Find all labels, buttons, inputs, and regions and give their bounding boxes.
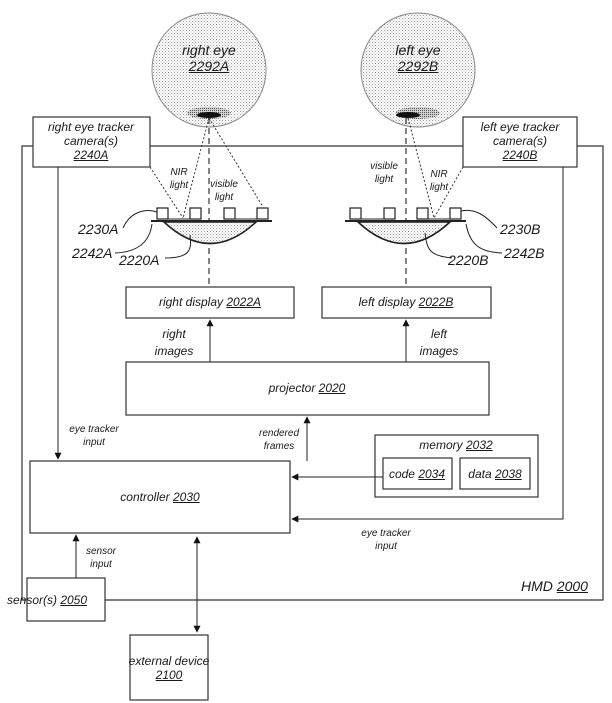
rendered-frames-label: rendered frames [259,427,299,453]
left-display-box [321,286,492,319]
visible-right-line2: light [214,192,234,203]
code-text: code [388,467,415,481]
left-display-ref: 2022B [418,295,454,309]
nir-light-right-label: NIR light [170,166,188,192]
right-eye-text: right eye [182,42,236,58]
memory-text: memory [419,438,463,452]
left-eye-text: left eye [395,42,441,58]
sensors-box [26,577,106,622]
controller-box [29,460,291,534]
external-device-box [129,634,209,701]
controller-ref: 2030 [173,490,200,504]
left-eye-tracker-input-arrow [291,167,564,523]
ref-2230a: 2230A [78,221,119,237]
eye-tracker-input-left-label: eye tracker input [69,423,118,449]
data-box [459,457,531,490]
ref-2220a: 2220A [119,252,160,268]
projector-label: projector 2020 [269,381,346,395]
visible-left-line2: light [374,174,394,185]
code-ref: 2034 [418,467,446,481]
memory-ref: 2032 [465,438,493,452]
right-eye-tracker-line2: camera(s) [63,134,119,148]
right-eye-tracker-line1: right eye tracker [47,120,135,134]
external-device-ref: 2100 [155,668,183,682]
sensors-ref: 2050 [60,593,88,607]
eye-tracker-input-right-line2: input [375,541,397,552]
nir-left-line2: light [429,182,449,193]
left-eye-ref: 2292B [397,58,439,74]
right-eye-tracker-box [32,116,151,168]
right-eye-tracker-ref: 2240A [73,148,109,162]
right-display-box [125,286,295,319]
projector-box [125,361,490,416]
rendered-frames-line2: frames [263,441,295,452]
sensor-input-line2: input [90,559,112,570]
left-display-label: left display 2022B [359,295,454,309]
left-display-text: left display [358,295,416,309]
right-display-text: right display [158,295,223,309]
left-eye-label: left eye 2292B [395,42,440,74]
right-lens-assembly [151,207,272,245]
memory-label: memory 2032 [419,438,492,452]
nir-left-line1: NIR [430,169,448,180]
data-text: data [468,467,492,481]
left-eye-tracker-line2: camera(s) [492,134,548,148]
nir-light-left-label: NIR light [430,168,448,194]
right-display-label: right display 2022A [159,295,261,309]
hmd-text: HMD [521,578,553,594]
left-images-line2: images [419,344,459,358]
left-lens-assembly [345,207,466,245]
code-box [382,457,453,490]
rendered-frames-line1: rendered [258,428,300,439]
data-label: data 2038 [468,467,521,481]
right-images-line1: right [162,327,186,341]
controller-text: controller [120,490,170,504]
hmd-ref: 2000 [556,578,588,594]
ref-2230b: 2230B [500,221,541,237]
visible-right-line1: visible [210,179,238,190]
projector-ref: 2020 [318,381,346,395]
visible-left-line1: visible [370,161,398,172]
left-images-label: left images [420,326,459,360]
left-eye-tracker-line1: left eye tracker [480,120,560,134]
ref-2220b: 2220B [448,252,489,268]
sensor-input-label: sensor input [86,545,116,571]
right-eye-tracker-label: right eye tracker camera(s) 2240A [48,120,134,162]
ref-2242a: 2242A [72,245,113,261]
nir-right-line1: NIR [170,167,188,178]
visible-light-left-label: visible light [370,160,398,186]
eye-tracker-input-right-label: eye tracker input [361,527,410,553]
right-eye-label: right eye 2292A [182,42,236,74]
left-eye-tracker-ref: 2240B [502,148,538,162]
sensors-label: sensor(s) 2050 [7,593,87,607]
sensor-input-line1: sensor [85,546,117,557]
left-eye-shape [360,12,476,128]
right-images-label: right images [155,326,194,360]
left-eye-tracker-box [462,116,578,168]
nir-right-line2: light [169,180,189,191]
right-eye-shape [151,12,267,128]
eye-tracker-input-left-line2: input [83,437,105,448]
eye-tracker-input-left-line1: eye tracker [69,424,119,435]
sensors-text: sensor(s) [6,593,57,607]
left-eye-tracker-label: left eye tracker camera(s) 2240B [481,120,560,162]
right-display-ref: 2022A [226,295,262,309]
visible-light-right-label: visible light [210,178,238,204]
ref-2242b: 2242B [504,245,545,261]
code-label: code 2034 [389,467,445,481]
left-images-line1: left [430,327,447,341]
projector-text: projector [268,381,316,395]
hmd-frame-label: HMD 2000 [521,578,588,594]
right-eye-ref: 2292A [188,58,230,74]
data-ref: 2038 [495,467,522,481]
external-device-text: external device [128,654,210,668]
external-device-label: external device 2100 [129,654,210,682]
right-images-line2: images [154,344,194,358]
eye-tracker-input-right-line1: eye tracker [361,528,411,539]
controller-label: controller 2030 [120,490,199,504]
